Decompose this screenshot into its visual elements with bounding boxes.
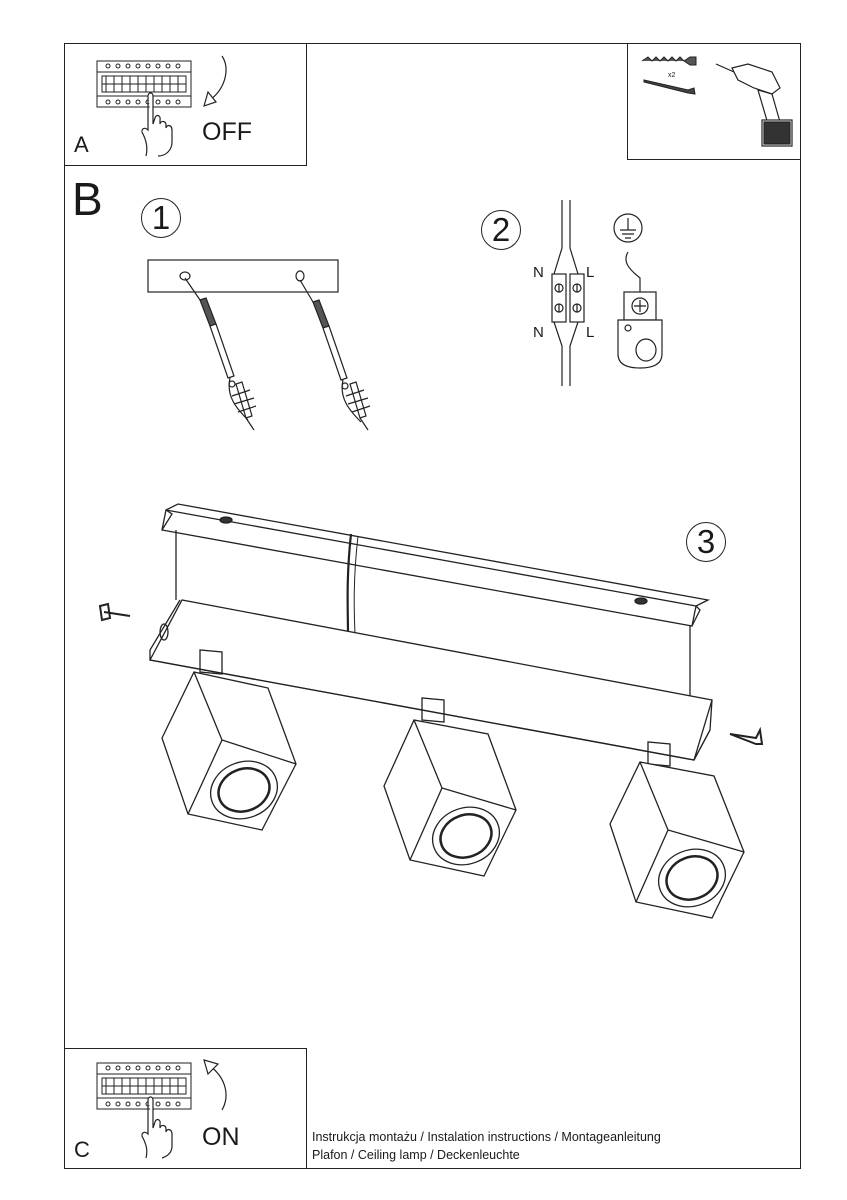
neutral-top-label: N: [533, 264, 544, 281]
off-label: OFF: [202, 118, 252, 146]
terminal-block-icon: [551, 200, 585, 386]
wall-plug-icon: [641, 56, 697, 66]
footer-caption: Instrukcja montażu / Instalation instruc…: [312, 1128, 661, 1164]
panel-c-letter: C: [74, 1137, 90, 1162]
screw-icon: [643, 79, 696, 95]
footer-line-2: Plafon / Ceiling lamp / Deckenleuchte: [312, 1148, 520, 1162]
curved-arrow-icon: [203, 55, 227, 107]
panel-a-power-off: A OFF: [64, 43, 307, 166]
footer-line-1: Instrukcja montażu / Instalation instruc…: [312, 1130, 661, 1144]
wall-plug-icon: [231, 381, 257, 431]
mounting-plate-diagram: [147, 259, 362, 423]
step-2-number: 2: [481, 210, 521, 250]
instruction-sheet: [64, 43, 801, 1169]
circuit-breaker-icon: [96, 60, 192, 108]
step-1-number: 1: [141, 198, 181, 238]
drill-icon: [715, 63, 793, 147]
hand-icon: [141, 92, 173, 157]
on-label: ON: [202, 1123, 240, 1151]
ceiling-lamp-icon: [98, 503, 764, 919]
ground-symbol-icon: [613, 213, 663, 369]
neutral-bottom-label: N: [533, 324, 544, 341]
live-bottom-label: L: [586, 324, 595, 341]
step-3-number: 3: [686, 522, 726, 562]
panel-a-letter: A: [74, 132, 89, 157]
circuit-breaker-icon: [96, 1062, 192, 1110]
wall-plug-icon: [345, 381, 371, 431]
hand-icon: [141, 1096, 173, 1159]
quantity-label: x2: [668, 72, 676, 79]
panel-b-letter: B: [72, 173, 103, 225]
curved-arrow-icon: [203, 1059, 227, 1111]
live-top-label: L: [586, 264, 595, 281]
